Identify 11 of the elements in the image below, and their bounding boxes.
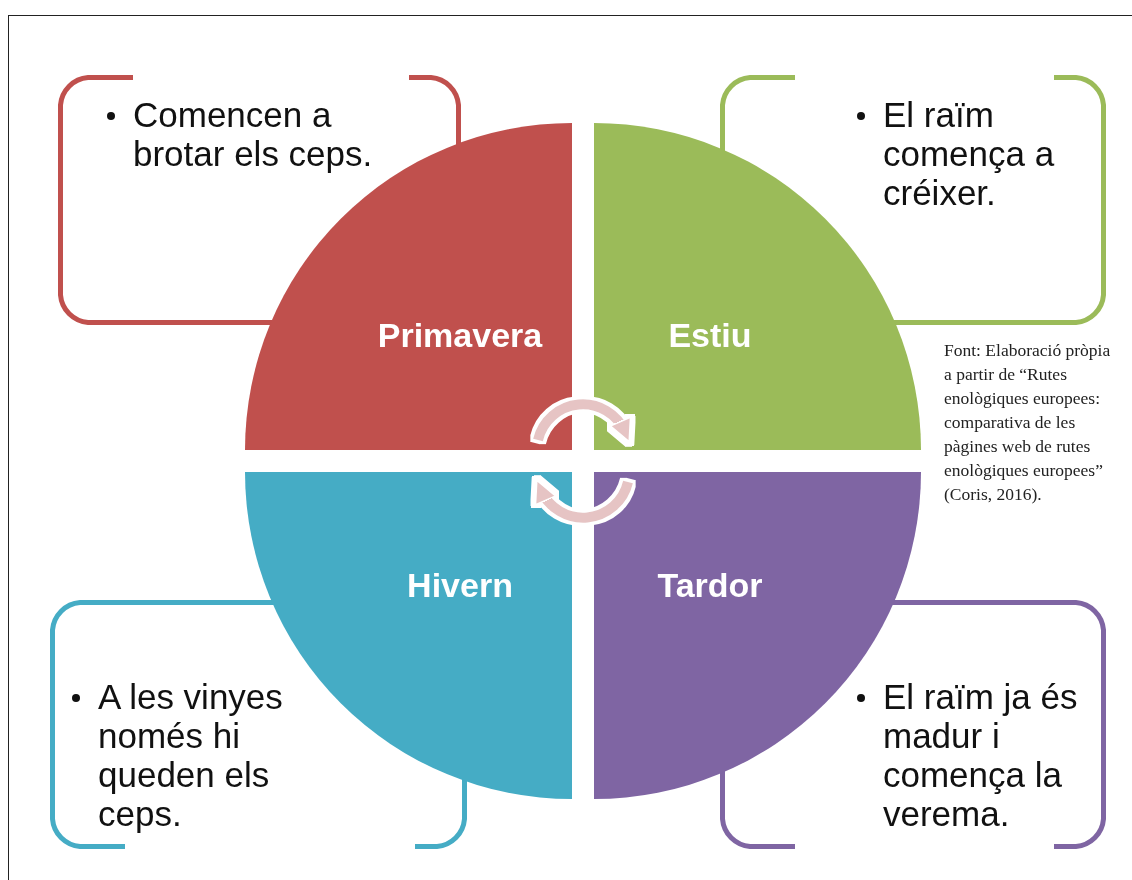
cycle-arrow [534,477,633,523]
season-label: Hivern [407,565,513,605]
season-label: Estiu [668,315,752,355]
bullet-text: Comencen a brotar els ceps. [105,95,373,173]
season-label: Primavera [377,315,543,355]
season-label: Tardor [657,565,763,605]
bullet-text: El raïm comença a créixer. [855,95,1103,212]
bullet-text: El raïm ja és madur i comença la verema. [855,677,1113,833]
source-caption: Font: Elaboració pròpia a partir de “Rutes enològiques europees: comparativa de les pàgines web de rutes enològiques europees” (Coris, 2016). [944,339,1112,506]
bullet-text: A les vinyes només hi queden els ceps. [70,677,338,833]
cycle-arrow [533,399,632,445]
